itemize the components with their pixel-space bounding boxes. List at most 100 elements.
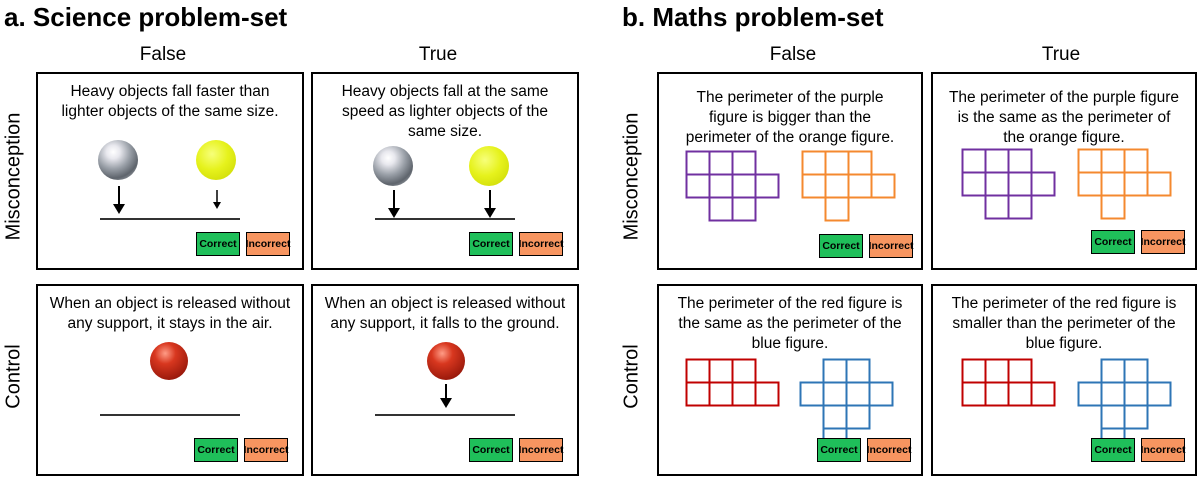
orange-grid-cell [1146, 171, 1172, 197]
blue-grid-cell [845, 381, 871, 407]
red-figure [685, 358, 780, 412]
correct-button[interactable]: Correct [469, 438, 513, 462]
incorrect-button[interactable]: Incorrect [519, 438, 563, 462]
blue-grid-cell [1123, 358, 1149, 384]
maths-control-true-panel: The perimeter of the red figure is small… [931, 284, 1197, 476]
orange-grid-cell [1100, 171, 1126, 197]
fall-arrow-icon [113, 186, 125, 214]
tennis-ball [196, 140, 236, 180]
tennis-ball [469, 146, 509, 186]
blue-grid-cell [1077, 381, 1103, 407]
maths-misconception-false-panel: The perimeter of the purple figure is bi… [657, 72, 923, 270]
red-grid-cell [731, 358, 757, 384]
correct-button[interactable]: Correct [817, 438, 861, 462]
correct-button[interactable]: Correct [1091, 438, 1135, 462]
blue-grid-cell [1123, 381, 1149, 407]
blue-grid [799, 358, 894, 453]
orange-grid-cell [824, 173, 850, 199]
red-figure [961, 358, 1056, 412]
incorrect-button[interactable]: Incorrect [1141, 438, 1185, 462]
orange-grid-cell [801, 173, 827, 199]
blue-grid-cell [1100, 381, 1126, 407]
purple-grid-cell [731, 196, 757, 222]
statement-text: The perimeter of the purple figure is bi… [685, 89, 895, 146]
correct-button[interactable]: Correct [819, 234, 863, 258]
blue-grid-cell [822, 358, 848, 384]
science-misconception-false-panel: Heavy objects fall faster than lighter o… [36, 72, 304, 270]
maths-row-control: Control [620, 344, 643, 409]
maths-row-misconception: Misconception [620, 112, 643, 241]
correct-button[interactable]: Correct [196, 232, 240, 256]
red-grid-cell [708, 381, 734, 407]
purple-grid-cell [708, 150, 734, 176]
red-grid-cell [708, 358, 734, 384]
purple-grid-cell [731, 150, 757, 176]
orange-grid-cell [1077, 148, 1103, 174]
blue-grid-cell [1100, 404, 1126, 430]
maths-section-title: b. Maths problem-set [622, 2, 884, 32]
orange-grid-cell [1123, 171, 1149, 197]
maths-misconception-true-panel: The perimeter of the purple figure is th… [931, 72, 1197, 270]
blue-grid-cell [1123, 404, 1149, 430]
purple-grid-cell [984, 171, 1010, 197]
orange-figure [1077, 148, 1172, 225]
purple-grid-cell [984, 148, 1010, 174]
purple-grid [685, 150, 780, 222]
orange-grid-cell [847, 173, 873, 199]
ground-line [100, 218, 240, 220]
incorrect-button[interactable]: Incorrect [246, 232, 290, 256]
red-grid-cell [1030, 381, 1056, 407]
maths-col-true: True [1041, 44, 1081, 65]
red-grid-cell [984, 358, 1010, 384]
incorrect-button[interactable]: Incorrect [519, 232, 563, 256]
incorrect-button[interactable]: Incorrect [244, 438, 288, 462]
statement-text: The perimeter of the red figure is small… [951, 295, 1177, 352]
red-grid-cell [984, 381, 1010, 407]
maths-control-false-panel: The perimeter of the red figure is the s… [657, 284, 923, 476]
purple-grid-cell [685, 150, 711, 176]
blue-grid-cell [845, 404, 871, 430]
blue-grid-cell [1146, 381, 1172, 407]
science-control-false-panel: When an object is released without any s… [36, 284, 304, 476]
blue-grid-cell [822, 381, 848, 407]
ground-line [375, 218, 515, 220]
purple-grid-cell [685, 173, 711, 199]
red-grid-cell [961, 358, 987, 384]
blue-grid-cell [845, 358, 871, 384]
purple-grid-cell [1030, 171, 1056, 197]
science-control-true-panel: When an object is released without any s… [311, 284, 579, 476]
orange-grid-cell [824, 150, 850, 176]
red-grid-cell [1007, 381, 1033, 407]
statement-text: Heavy objects fall faster than lighter o… [61, 83, 279, 120]
fall-arrow-icon [484, 190, 496, 218]
metal-ball [98, 140, 138, 180]
statement-text: When an object is released without any s… [49, 295, 291, 332]
science-misconception-true-panel: Heavy objects fall at the same speed as … [311, 72, 579, 270]
purple-grid-cell [708, 196, 734, 222]
incorrect-button[interactable]: Incorrect [869, 234, 913, 258]
red-grid-cell [685, 381, 711, 407]
purple-grid-cell [708, 173, 734, 199]
blue-grid-cell [799, 381, 825, 407]
incorrect-button[interactable]: Incorrect [1141, 230, 1185, 254]
fall-arrow-icon [388, 190, 400, 218]
fall-arrow-icon [440, 384, 452, 408]
correct-button[interactable]: Correct [1091, 230, 1135, 254]
purple-grid-cell [1007, 148, 1033, 174]
orange-grid-cell [1077, 171, 1103, 197]
orange-grid-cell [870, 173, 896, 199]
orange-grid-cell [1123, 148, 1149, 174]
correct-button[interactable]: Correct [194, 438, 238, 462]
incorrect-button[interactable]: Incorrect [867, 438, 911, 462]
blue-grid-cell [868, 381, 894, 407]
orange-grid-cell [824, 196, 850, 222]
orange-grid [1077, 148, 1172, 220]
ground-line [375, 414, 515, 416]
red-grid-cell [731, 381, 757, 407]
purple-grid [961, 148, 1056, 220]
science-row-control: Control [2, 344, 25, 409]
science-col-true: True [418, 44, 458, 65]
purple-grid-cell [731, 173, 757, 199]
red-grid-cell [961, 381, 987, 407]
correct-button[interactable]: Correct [469, 232, 513, 256]
